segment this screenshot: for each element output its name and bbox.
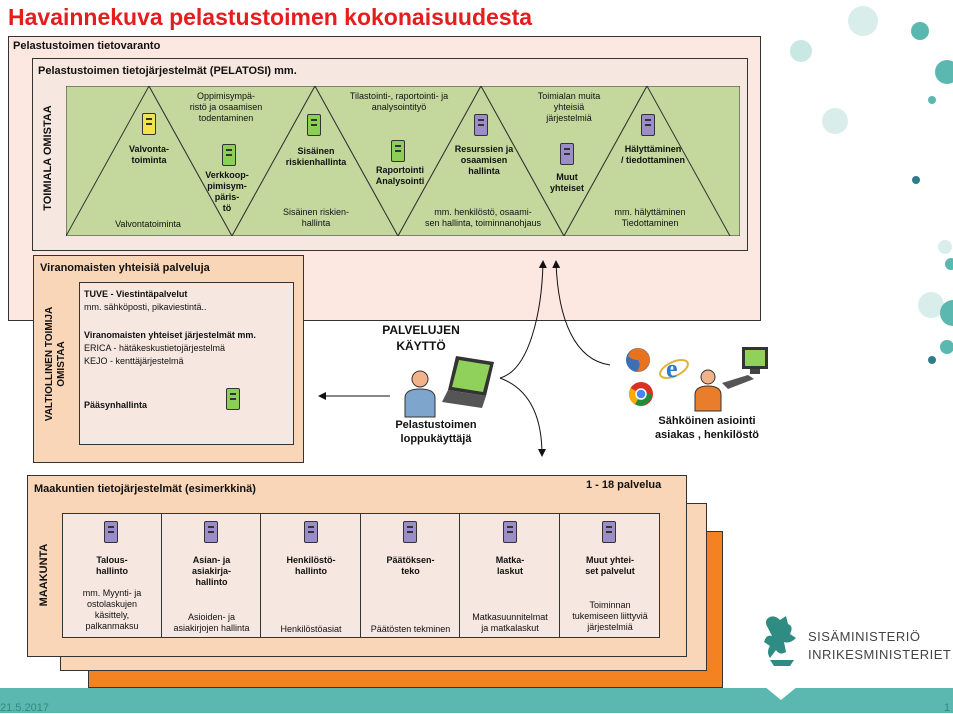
server-icon: [142, 113, 156, 135]
laptop-icon: [442, 356, 494, 408]
cell-name: Henkilöstö- hallinto: [286, 555, 336, 576]
server-icon: [560, 143, 574, 165]
decorative-circle: [911, 22, 929, 40]
section-name: Hälyttäminen / tiedottaminen: [620, 144, 685, 165]
cell-desc: Henkilöstöasiat: [280, 624, 342, 634]
cell-name: Päätöksen- teko: [386, 555, 435, 576]
viranomaiset-title: Viranomaisten yhteisiä palveluja: [40, 262, 210, 274]
svg-text:e: e: [666, 354, 678, 383]
tuve-sub: mm. sähköposti, pikaviestintä..: [84, 302, 207, 312]
computer-icon: [722, 347, 768, 389]
maakunta-cell: [361, 513, 460, 638]
server-icon: [602, 521, 616, 543]
decorative-circle: [848, 6, 878, 36]
section-bottom: mm. hälyttäminen Tiedottaminen: [614, 207, 686, 228]
cell-desc: mm. Myynti- ja ostolaskujen käsittely, p…: [82, 588, 142, 631]
server-icon: [474, 114, 488, 136]
section-name: Verkkoop- pimisym- päris- tö: [205, 170, 249, 213]
maakunta-cell: [62, 513, 162, 638]
decorative-circle: [918, 292, 944, 318]
person-icon: [404, 370, 436, 418]
toimiala-side-label: TOIMIALA OMISTAA: [42, 105, 54, 211]
decorative-circle: [940, 340, 953, 354]
firefox-icon: [626, 348, 650, 372]
decorative-circle: [822, 108, 848, 134]
loppukayttaja-label: Pelastustoimen loppukäyttäjä: [395, 419, 477, 445]
section-name: Sisäinen riskienhallinta: [285, 146, 347, 167]
pelatosi-title: Pelastustoimen tietojärjestelmät (PELATO…: [38, 65, 297, 77]
section-name: Raportointi Analysointi: [375, 165, 425, 186]
maakunta-count: 1 - 18 palvelua: [586, 479, 662, 491]
cell-desc: Asioiden- ja asiakirjojen hallinta: [173, 612, 250, 633]
yhteiset-title: Viranomaisten yhteiset järjestelmät mm.: [84, 330, 256, 340]
server-icon: [391, 140, 405, 162]
tuve-title: TUVE - Viestintäpalvelut: [84, 289, 188, 299]
ie-icon: e: [659, 354, 689, 383]
server-icon: [641, 114, 655, 136]
footer-date: 21.5.2017: [0, 702, 49, 714]
footer-notch: [764, 686, 798, 700]
person-icon: [694, 369, 722, 412]
palvelujen-kaytto-label: PALVELUJEN KÄYTTÖ: [382, 323, 460, 353]
chrome-icon: [628, 382, 653, 406]
cell-desc: Matkasuunnitelmat ja matkalaskut: [472, 612, 548, 633]
cell-desc: Toiminnan tukemiseen liittyviä järjestel…: [572, 600, 648, 632]
server-icon: [226, 388, 240, 410]
tietovaranto-label: Pelastustoimen tietovaranto: [13, 40, 161, 52]
cell-name: Asian- ja asiakirja- hallinto: [191, 555, 232, 587]
section-bottom: mm. henkilöstö, osaami- sen hallinta, to…: [424, 207, 542, 228]
ministry-name-sv: INRIKESMINISTERIET: [808, 647, 952, 662]
section-bottom: Sisäinen riskien- hallinta: [282, 207, 350, 228]
cell-name: Talous- hallinto: [96, 555, 128, 576]
valtiollinen-side-label: VALTIOLLINEN TOIMIJA OMISTAA: [44, 306, 67, 422]
maakunta-cell: [460, 513, 560, 638]
maakunta-side-label: MAAKUNTA: [38, 543, 50, 607]
maakunta-title: Maakuntien tietojärjestelmät (esimerkkin…: [34, 483, 256, 495]
server-icon: [204, 521, 218, 543]
section-bottom: Valvontatoiminta: [115, 219, 181, 229]
server-icon: [503, 521, 517, 543]
cell-desc: Päätösten tekminen: [370, 624, 451, 634]
erica-text: ERICA - hätäkeskustietojärjestelmä: [84, 343, 226, 353]
decorative-circle: [928, 356, 936, 364]
decorative-circle: [912, 176, 920, 184]
maakunta-cell: [261, 513, 361, 638]
ministry-name-fi: SISÄMINISTERIÖ: [808, 629, 921, 644]
decorative-circle: [790, 40, 812, 62]
paasy-text: Pääsynhallinta: [84, 400, 148, 410]
page-title: Havainnekuva pelastustoimen kokonaisuude…: [8, 4, 533, 30]
cell-name: Muut yhtei- set palvelut: [585, 555, 635, 576]
server-icon: [304, 521, 318, 543]
sahkoinen-label: Sähköinen asiointi asiakas , henkilöstö: [655, 415, 759, 441]
server-icon: [104, 521, 118, 543]
triangle-section: [563, 86, 731, 236]
decorative-circle: [938, 240, 952, 254]
section-name: Muut yhteiset: [549, 172, 584, 193]
cell-name: Matka- laskut: [495, 555, 525, 576]
kejo-text: KEJO - kenttäjärjestelmä: [84, 356, 184, 366]
server-icon: [307, 114, 321, 136]
server-icon: [222, 144, 236, 166]
decorative-circle: [928, 96, 936, 104]
decorative-circle: [940, 300, 953, 326]
decorative-circle: [945, 258, 953, 270]
section-top: Tilastointi-, raportointi- ja analysoint…: [349, 91, 449, 112]
section-name: Resurssien ja osaamisen hallinta: [454, 144, 514, 176]
decorative-circle: [935, 60, 953, 84]
connection-arrows: [318, 260, 611, 457]
footer-page: 1: [944, 702, 951, 714]
section-top: Toimialan muita yhteisiä järjestelmiä: [537, 91, 601, 123]
ministry-lion-logo: [764, 616, 796, 666]
maakunta-cell: [162, 513, 261, 638]
section-top: Oppimisympä- ristö ja osaamisen todentam…: [189, 91, 263, 123]
viranomaiset-inner: [79, 282, 294, 445]
footer-bar: [0, 688, 953, 713]
server-icon: [403, 521, 417, 543]
section-name: Valvonta- toiminta: [128, 144, 169, 165]
